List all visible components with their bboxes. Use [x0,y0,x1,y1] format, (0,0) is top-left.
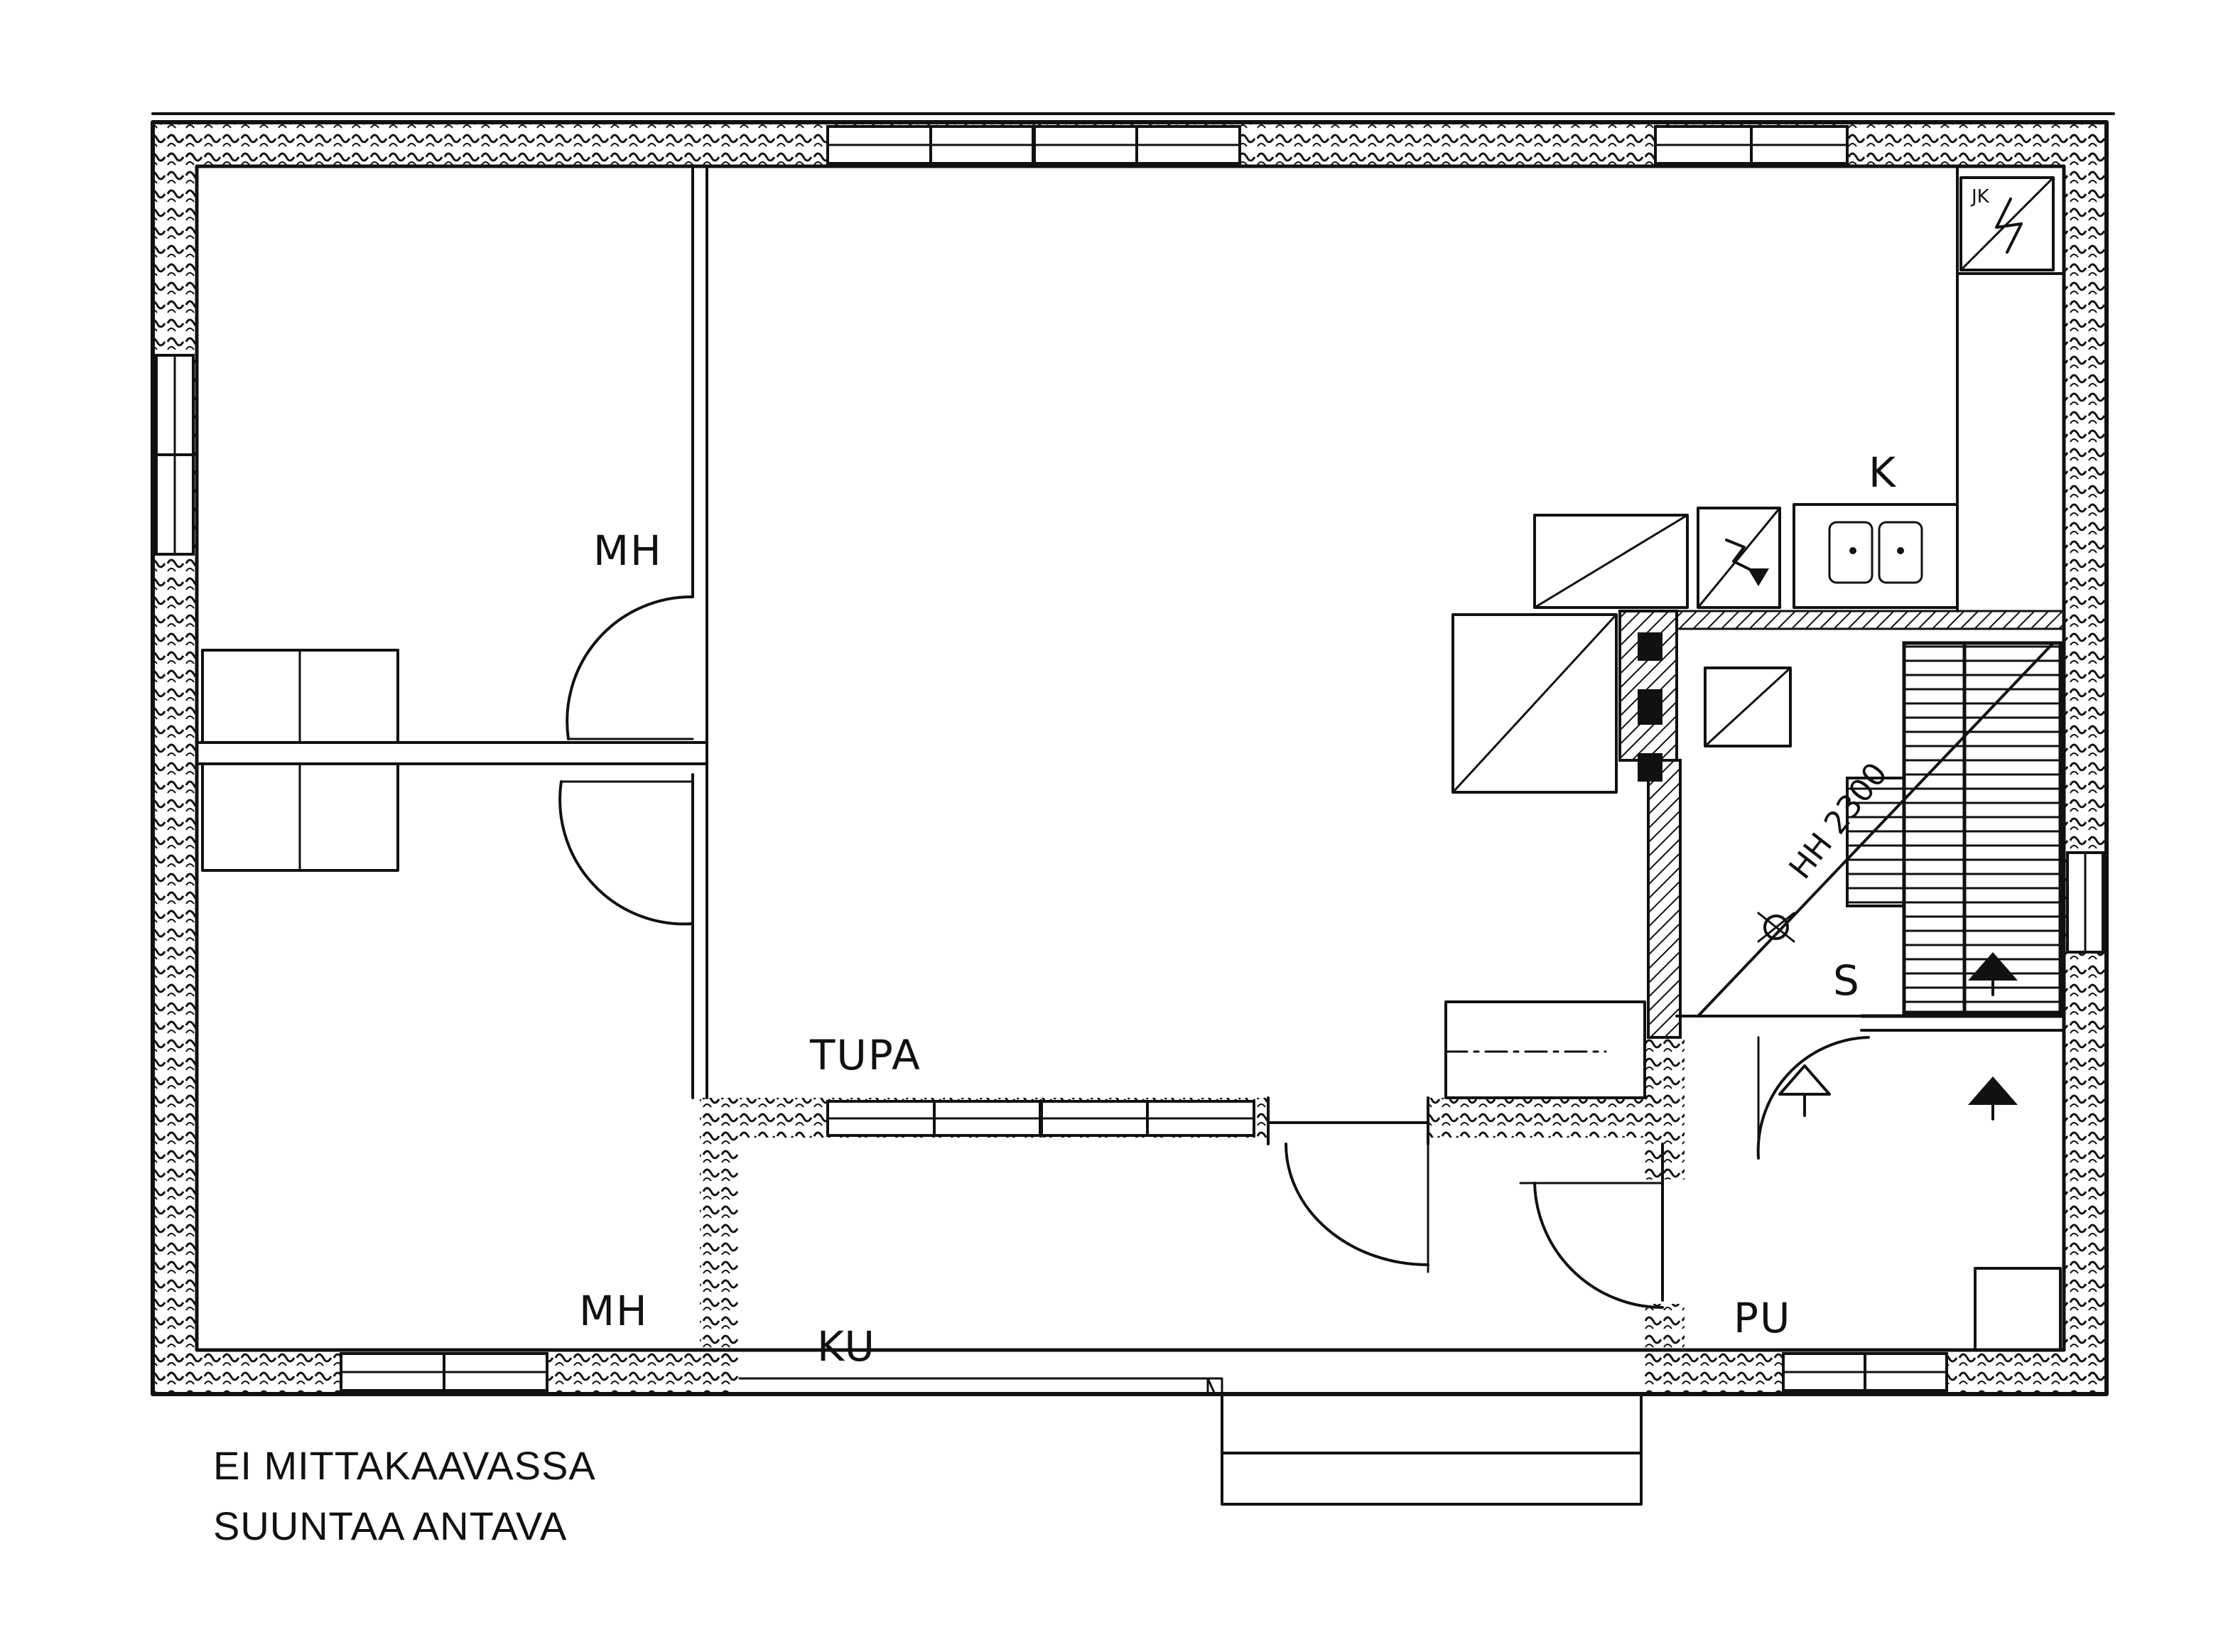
room-label-tupa: TUPA [809,1031,921,1079]
kitchen-tag: JK [1970,186,1990,207]
orientation-note: SUUNTAA ANTAVA [213,1503,568,1548]
scale-note: EI MITTAKAAVASSA [213,1443,596,1488]
doors [558,595,1870,1309]
windows [155,124,2104,1392]
exterior-walls [151,112,2115,1396]
fixtures: JK HH 2300 [201,176,2062,1506]
interior-walls [195,165,2066,1395]
room-label-mh-bottom: MH [579,1287,649,1335]
room-label-ku: KU [817,1322,876,1371]
room-label-s: S [1833,956,1861,1005]
room-label-mh-top: MH [593,527,663,575]
room-labels: MH MH TUPA K S KU PU [579,448,1897,1371]
room-label-k: K [1869,448,1897,497]
room-label-pu: PU [1734,1294,1791,1342]
